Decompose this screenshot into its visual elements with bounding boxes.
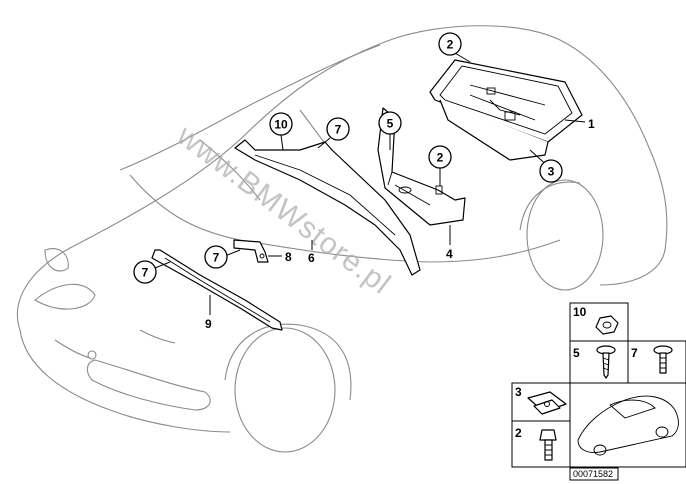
callout-7-top: 7 [326, 117, 350, 141]
label-4: 4 [446, 247, 453, 261]
callout-5: 5 [378, 111, 402, 135]
document-id: 00071582 [573, 469, 613, 479]
label-6: 6 [308, 251, 315, 265]
callout-7-middle: 7 [204, 245, 228, 269]
svg-text:3: 3 [548, 165, 555, 179]
svg-text:7: 7 [142, 266, 149, 280]
nut-icon [595, 315, 619, 335]
stud-bolt-icon [539, 429, 557, 461]
callout-3: 3 [539, 159, 563, 183]
svg-text:2: 2 [437, 151, 444, 165]
label-1: 1 [588, 117, 595, 131]
svg-text:7: 7 [335, 123, 342, 137]
part-bracket-4 [377, 107, 466, 226]
callout-10: 10 [269, 112, 293, 136]
part-trunk-tray [429, 59, 583, 161]
reference-car-icon [577, 395, 679, 456]
car-outline [16, 25, 668, 453]
bolt-icon [653, 345, 673, 374]
svg-text:10: 10 [274, 118, 288, 132]
screw-icon [596, 345, 616, 379]
legend-label-7: 7 [631, 346, 638, 360]
clip-icon [527, 391, 567, 415]
callout-2-top: 2 [438, 32, 462, 56]
legend-panel: 10 5 7 3 2 [511, 302, 686, 481]
legend-label-10: 10 [573, 305, 587, 319]
part-rail-9 [151, 249, 283, 331]
svg-text:2: 2 [447, 38, 454, 52]
callout-2-middle: 2 [428, 145, 452, 169]
svg-text:7: 7 [213, 251, 220, 265]
label-8: 8 [285, 250, 292, 264]
part-trim-strip-6 [234, 139, 421, 276]
legend-label-5: 5 [573, 346, 580, 360]
part-small-bracket-8 [233, 239, 269, 263]
legend-label-3: 3 [515, 385, 522, 399]
callout-7-left: 7 [133, 260, 157, 284]
svg-text:5: 5 [387, 117, 394, 131]
label-9: 9 [205, 317, 212, 331]
legend-label-2: 2 [515, 426, 522, 440]
